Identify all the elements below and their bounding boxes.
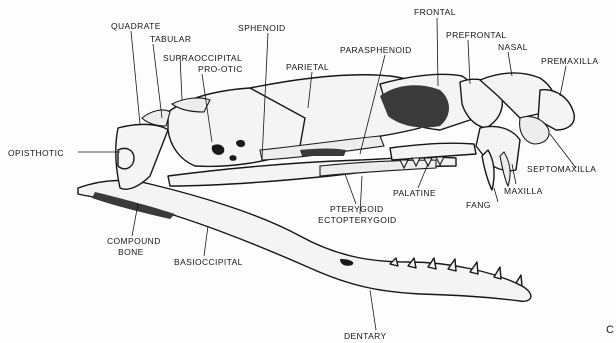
sphenoid-shading: [300, 149, 346, 157]
opisthotic-bone: [118, 148, 134, 168]
label-quadrate: QUADRATE: [111, 21, 161, 31]
label-compound: COMPOUND: [107, 236, 161, 246]
label-pterygoid: PTERYGOID: [330, 204, 384, 214]
label-prootic: PRO-OTIC: [198, 64, 243, 74]
palatine-bone: [390, 143, 476, 160]
label-nasal: NASAL: [498, 42, 528, 52]
label-tabular: TABULAR: [150, 34, 191, 44]
label-corner-letter: C: [606, 324, 614, 336]
label-maxilla: MAXILLA: [504, 186, 543, 196]
maxilla-bone: [476, 127, 520, 171]
label-sphenoid: SPHENOID: [238, 23, 286, 33]
label-bone: BONE: [118, 247, 144, 257]
label-frontal: FRONTAL: [414, 7, 456, 17]
label-ectopterygoid: ECTOPTERYGOID: [318, 215, 397, 225]
label-supraoccipital: SUPRAOCCIPITAL: [163, 53, 242, 63]
label-fang: FANG: [466, 200, 491, 210]
tabular-bone: [142, 110, 170, 126]
label-parietal: PARIETAL: [286, 62, 329, 72]
label-parasphenoid: PARASPHENOID: [340, 45, 412, 55]
label-septomaxilla: SEPTOMAXILLA: [527, 164, 596, 174]
label-palatine: PALATINE: [393, 188, 436, 198]
label-basioccipital: BASIOCCIPITAL: [174, 257, 243, 267]
label-opisthotic: OPISTHOTIC: [8, 148, 64, 158]
prootic-foramen-3: [229, 155, 236, 161]
label-prefrontal: PREFRONTAL: [446, 30, 507, 40]
label-dentary: DENTARY: [344, 331, 387, 341]
label-premaxilla: PREMAXILLA: [541, 56, 598, 66]
